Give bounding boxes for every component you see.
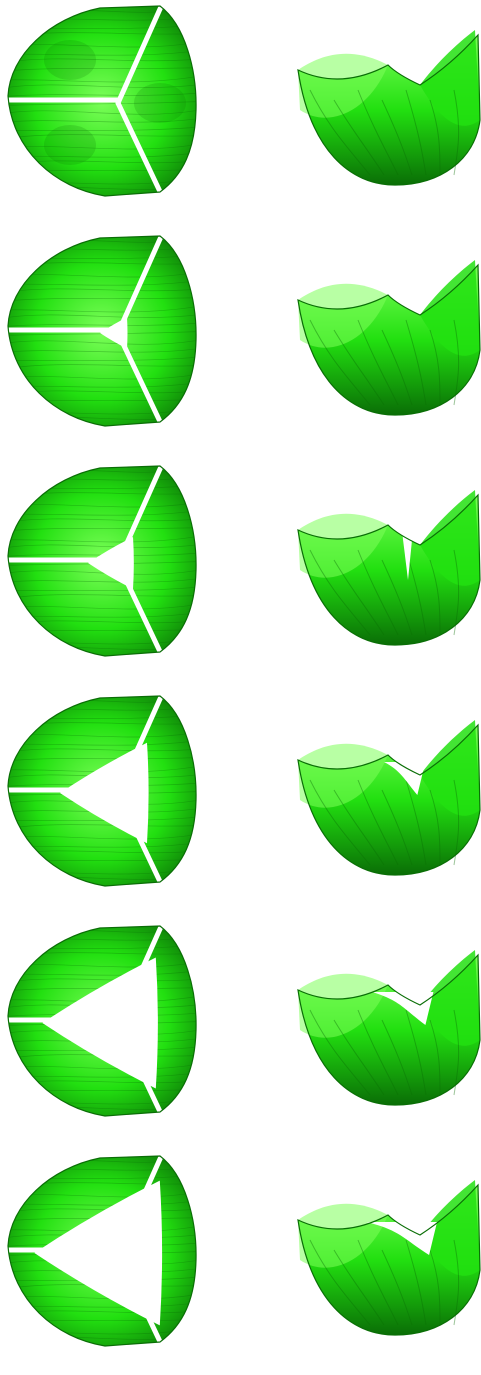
- valve-side-image: [290, 230, 481, 455]
- valve-top-svg: [7, 235, 197, 427]
- valve-top-image: [0, 460, 200, 685]
- valve-frame: [0, 920, 481, 1145]
- valve-frame: [0, 230, 481, 455]
- valve-side-svg: [297, 260, 481, 416]
- valve-top-image: [0, 920, 200, 1145]
- valve-side-view: [298, 720, 480, 875]
- valve-frame: [0, 0, 481, 225]
- valve-top-image: [0, 690, 200, 915]
- valve-top-svg: [7, 925, 197, 1117]
- valve-side-view: [298, 260, 480, 415]
- valve-top-view: [8, 236, 197, 426]
- valve-top-svg: [7, 465, 197, 657]
- valve-side-image: [290, 920, 481, 1145]
- valve-top-svg: [7, 5, 197, 197]
- valve-side-view: [298, 950, 480, 1105]
- valve-top-view: [8, 1156, 197, 1346]
- valve-side-svg: [297, 30, 481, 186]
- valve-side-svg: [297, 720, 481, 876]
- valve-top-view: [8, 6, 197, 196]
- valve-side-image: [290, 460, 481, 685]
- valve-frame: [0, 1150, 481, 1375]
- valve-side-svg: [297, 490, 481, 646]
- valve-side-image: [290, 1150, 481, 1375]
- valve-side-svg: [297, 1180, 481, 1336]
- valve-top-view: [8, 466, 197, 656]
- valve-side-image: [290, 690, 481, 915]
- valve-top-svg: [7, 1155, 197, 1347]
- valve-side-view: [298, 490, 480, 645]
- valve-top-view: [8, 696, 197, 886]
- valve-top-image: [0, 1150, 200, 1375]
- valve-top-view: [8, 926, 197, 1116]
- valve-top-image: [0, 0, 200, 225]
- valve-side-view: [298, 30, 480, 185]
- valve-frame: [0, 690, 481, 915]
- valve-top-image: [0, 230, 200, 455]
- valve-side-view: [298, 1180, 480, 1335]
- valve-side-svg: [297, 950, 481, 1106]
- valve-side-image: [290, 0, 481, 225]
- valve-top-svg: [7, 695, 197, 887]
- valve-frame: [0, 460, 481, 685]
